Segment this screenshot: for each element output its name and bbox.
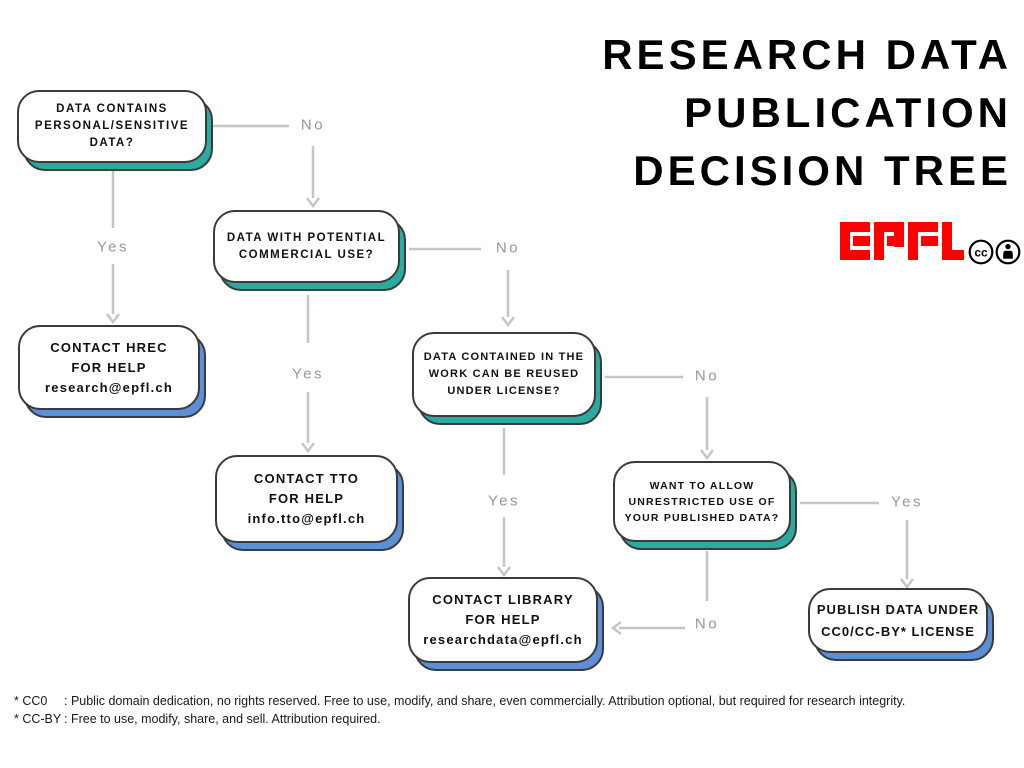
footnote-text: : Free to use, modify, share, and sell. … (64, 712, 381, 726)
node-commercial-use: DATA WITH POTENTIAL COMMERCIAL USE? (213, 210, 406, 291)
node-face: PUBLISH DATA UNDER CC0/CC-BY* LICENSE (808, 588, 988, 653)
node-line: CONTACT HREC (50, 339, 168, 355)
page-title: RESEARCH DATA PUBLICATION DECISION TREE (602, 26, 1012, 200)
edge-label-commercial-yes: Yes (292, 365, 324, 383)
node-line: UNDER LICENSE? (447, 385, 561, 397)
title-line: PUBLICATION (684, 89, 1012, 136)
node-line: CC0/CC-BY* LICENSE (821, 623, 975, 639)
attribution-person-icon (995, 239, 1021, 265)
footnote-label: * CC0 (14, 694, 48, 708)
svg-text:cc: cc (974, 246, 988, 260)
node-line: COMMERCIAL USE? (238, 248, 375, 261)
node-line: info.tto@epfl.ch (247, 511, 366, 526)
node-line: WANT TO ALLOW (649, 479, 755, 492)
node-face: CONTACT HREC FOR HELP research@epfl.ch (18, 325, 200, 410)
node-face: DATA CONTAINS PERSONAL/SENSITIVE DATA? (17, 90, 207, 163)
edge-label-unrestricted-yes: Yes (891, 493, 923, 511)
node-face: DATA WITH POTENTIAL COMMERCIAL USE? (213, 210, 400, 283)
node-contact-hrec: CONTACT HREC FOR HELP research@epfl.ch (18, 325, 206, 418)
epfl-logo (840, 222, 964, 265)
node-line: PERSONAL/SENSITIVE (34, 120, 190, 132)
node-line: research@epfl.ch (45, 379, 173, 395)
footnote-label: * CC-BY (14, 712, 62, 726)
edge-license-no (605, 375, 714, 461)
footnote-text: : Public domain dedication, no rights re… (64, 694, 906, 708)
node-line: DATA CONTAINS (56, 103, 168, 115)
node-personal-sensitive-data: DATA CONTAINS PERSONAL/SENSITIVE DATA? (17, 90, 213, 171)
cc-by-license-icon: cc (967, 237, 1024, 272)
edge-personal-no (209, 124, 320, 209)
node-line: PUBLISH DATA UNDER (816, 601, 980, 617)
node-line: researchdata@epfl.ch (423, 632, 583, 647)
node-face: DATA CONTAINED IN THE WORK CAN BE REUSED… (412, 332, 596, 417)
node-contact-library: CONTACT LIBRARY FOR HELP researchdata@ep… (408, 577, 604, 671)
edge-label-license-yes: Yes (488, 492, 520, 510)
edge-unrestricted-no (610, 551, 709, 635)
edge-label-license-no: No (694, 367, 720, 385)
footnotes: * CC0 : Public domain dedication, no righ… (14, 692, 905, 728)
node-line: DATA WITH POTENTIAL (226, 231, 387, 244)
node-line: YOUR PUBLISHED DATA? (624, 511, 780, 524)
footnote-line: * CC0 : Public domain dedication, no righ… (14, 692, 905, 710)
node-line: WORK CAN BE REUSED (428, 368, 580, 380)
node-line: FOR HELP (465, 612, 541, 627)
node-reused-under-license: DATA CONTAINED IN THE WORK CAN BE REUSED… (412, 332, 602, 425)
node-line: FOR HELP (71, 359, 147, 375)
node-publish-cc0-ccby: PUBLISH DATA UNDER CC0/CC-BY* LICENSE (808, 588, 994, 661)
edge-label-commercial-no: No (495, 239, 521, 257)
node-contact-tto: CONTACT TTO FOR HELP info.tto@epfl.ch (215, 455, 404, 551)
edge-unrestricted-yes (800, 501, 914, 590)
edge-label-personal-no: No (300, 116, 326, 134)
node-face: WANT TO ALLOW UNRESTRICTED USE OF YOUR P… (613, 461, 791, 542)
node-face: CONTACT TTO FOR HELP info.tto@epfl.ch (215, 455, 398, 543)
node-line: CONTACT LIBRARY (432, 592, 574, 607)
node-face: CONTACT LIBRARY FOR HELP researchdata@ep… (408, 577, 598, 663)
node-line: DATA CONTAINED IN THE (423, 351, 585, 363)
node-line: FOR HELP (268, 491, 345, 506)
node-line: CONTACT TTO (253, 471, 360, 486)
edge-label-personal-yes: Yes (97, 238, 129, 256)
edge-commercial-no (409, 247, 515, 328)
node-line: DATA? (89, 137, 135, 149)
edge-label-unrestricted-no: No (694, 615, 720, 633)
node-unrestricted-use: WANT TO ALLOW UNRESTRICTED USE OF YOUR P… (613, 461, 797, 550)
cc-license-icon (968, 239, 994, 265)
node-line: UNRESTRICTED USE OF (628, 495, 776, 508)
title-line: DECISION TREE (633, 147, 1012, 194)
title-line: RESEARCH DATA (602, 31, 1012, 78)
footnote-line: * CC-BY: Free to use, modify, share, and… (14, 710, 905, 728)
